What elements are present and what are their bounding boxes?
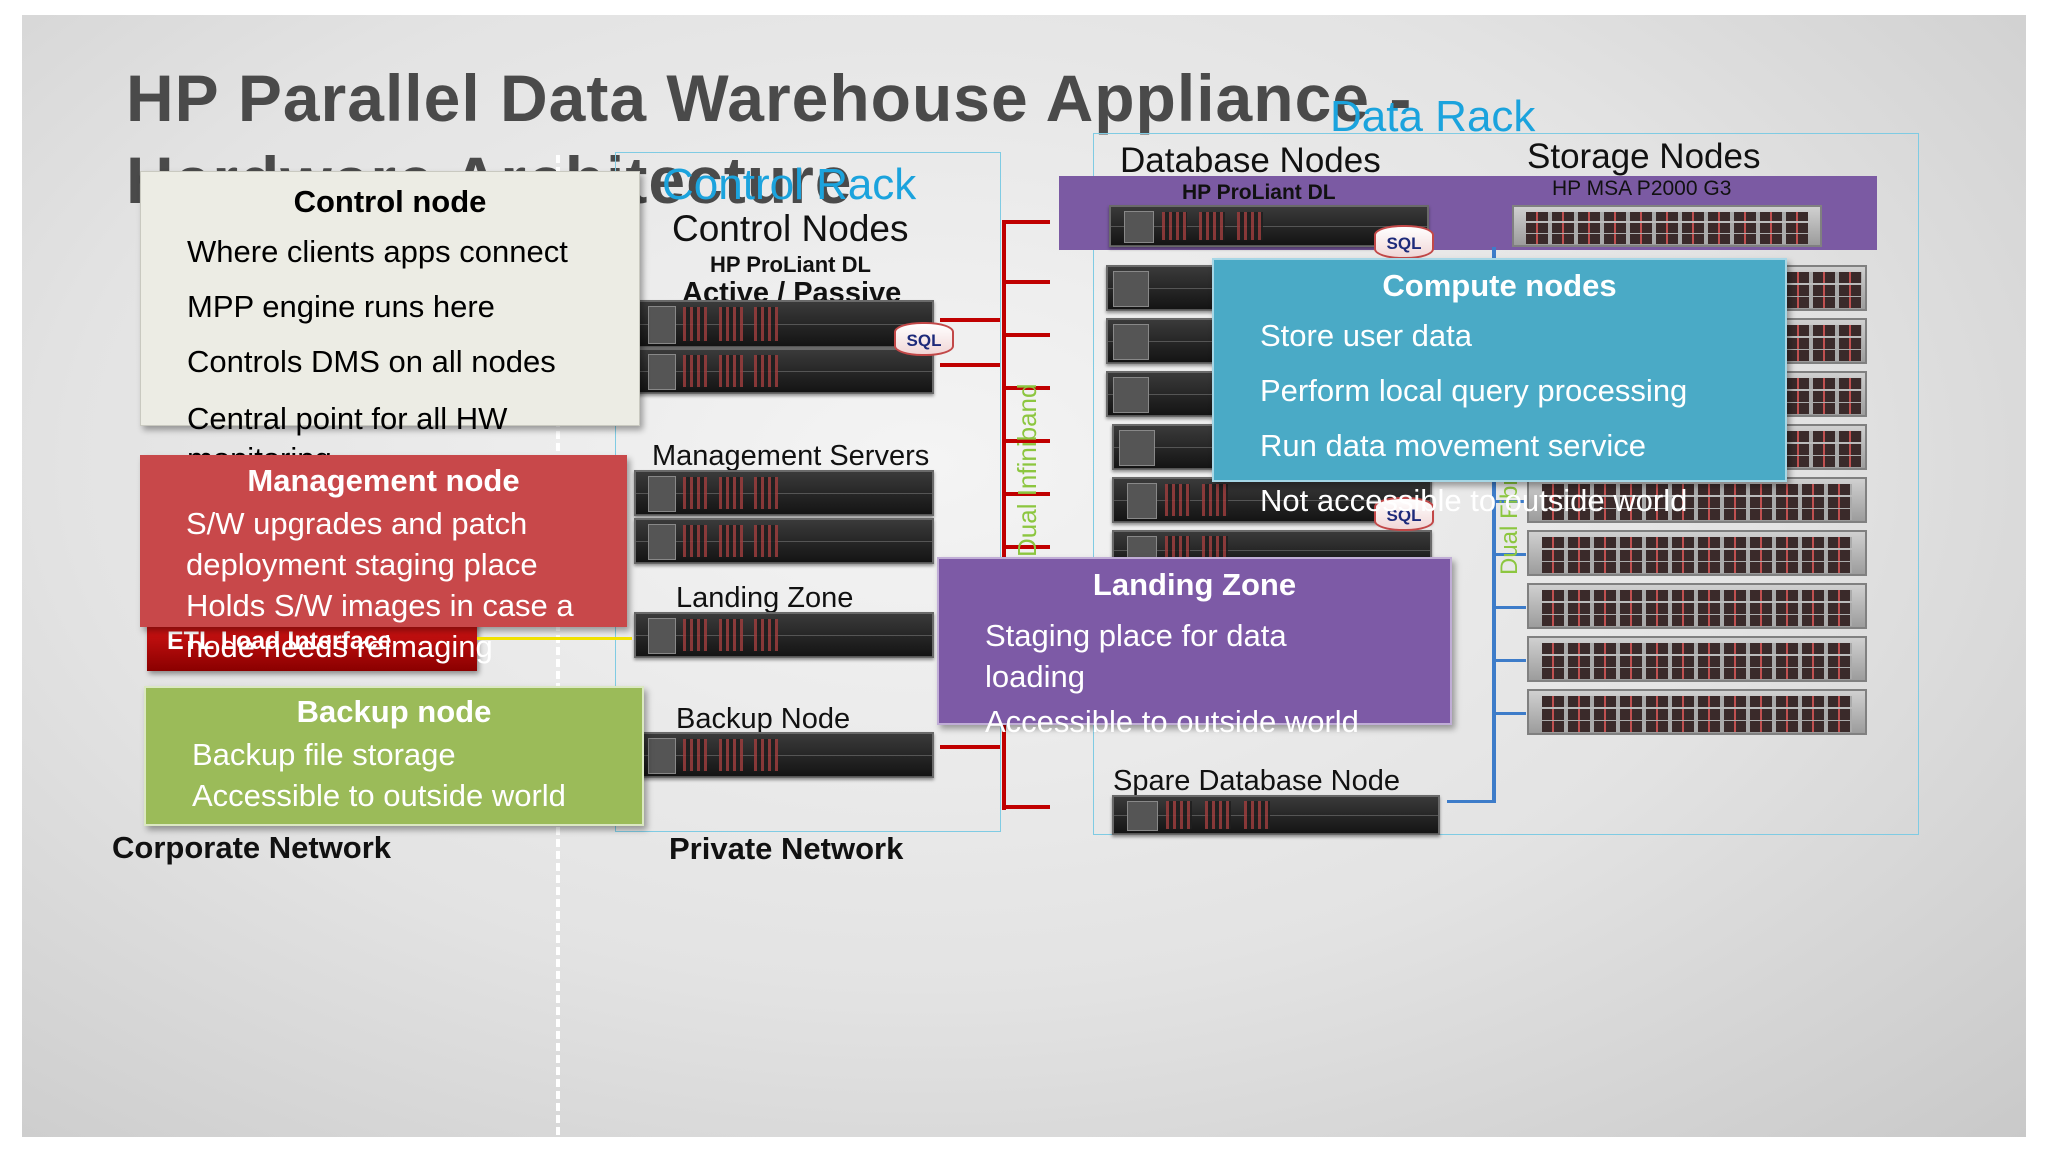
fibre-link-spare <box>1447 800 1494 803</box>
landing-zone-item-2: Accessible to outside world <box>985 704 1359 739</box>
backup-server <box>634 732 934 778</box>
database-nodes-model: HP ProLiant DL <box>1182 181 1336 204</box>
compute-server-3 <box>1106 371 1226 417</box>
control-server-active <box>634 300 934 348</box>
spare-database-node-label: Spare Database Node <box>1113 765 1400 797</box>
database-sql-icon: SQL <box>1374 225 1434 259</box>
landing-zone-label: Landing Zone <box>676 582 854 614</box>
control-node-title: Control node <box>293 184 487 219</box>
storage-nodes-model: HP MSA P2000 G3 <box>1552 177 1732 200</box>
compute-nodes-box: Compute nodes Store user data Perform lo… <box>1212 258 1787 518</box>
control-node-item-2: MPP engine runs here <box>187 289 495 324</box>
landing-zone-box: Landing Zone Staging place for data load… <box>937 557 1452 739</box>
backup-node-item-2: Accessible to outside world <box>192 778 566 813</box>
sql-label: SQL <box>1374 497 1434 531</box>
storage-array-top <box>1512 205 1822 247</box>
arrow-compute-4 <box>1004 439 1050 443</box>
compute-nodes-item-4: Not accessible to outside world <box>1260 483 1688 518</box>
storage-array-4 <box>1782 424 1867 470</box>
storage-array-9 <box>1527 689 1867 735</box>
spare-database-server <box>1112 795 1440 835</box>
database-nodes-label: Database Nodes <box>1120 141 1381 180</box>
title-line-1: HP Parallel Data Warehouse Appliance - <box>126 61 1413 135</box>
compute-nodes-item-2: Perform local query processing <box>1260 373 1688 408</box>
fibre-link-4 <box>1496 659 1526 662</box>
corporate-network-label: Corporate Network <box>112 830 392 865</box>
sql-label: SQL <box>1374 225 1434 259</box>
compute-sql-icon: SQL <box>1374 497 1434 531</box>
management-server-2 <box>634 518 934 564</box>
infiniband-bus <box>1002 220 1006 810</box>
landing-zone-item-1: Staging place for data loading <box>985 618 1287 694</box>
storage-array-7 <box>1527 583 1867 629</box>
storage-array-3 <box>1782 371 1867 417</box>
arrow-control-1 <box>940 318 1000 322</box>
arrow-compute-6 <box>1004 545 1050 549</box>
network-divider <box>556 155 560 1135</box>
data-rack-frame <box>1093 133 1919 835</box>
storage-array-8 <box>1527 636 1867 682</box>
arrow-db-top <box>1004 220 1050 224</box>
arrow-compute-5 <box>1004 492 1050 496</box>
sql-label: SQL <box>894 322 954 356</box>
storage-array-2 <box>1782 318 1867 364</box>
management-server-1 <box>634 470 934 516</box>
fibre-link-5 <box>1496 712 1526 715</box>
backup-node-label: Backup Node <box>676 703 851 735</box>
control-node-item-1: Where clients apps connect <box>187 234 568 269</box>
control-server-passive <box>634 348 934 394</box>
arrow-compute-3 <box>1004 386 1050 390</box>
etl-link-line <box>477 637 632 640</box>
backup-node-box: Backup node Backup file storage Accessib… <box>144 686 644 826</box>
landing-zone-title: Landing Zone <box>1092 567 1297 602</box>
infiniband-label: Dual Infiniband <box>1012 383 1042 557</box>
compute-nodes-item-1: Store user data <box>1260 318 1472 353</box>
control-rack-title: Control Rack <box>662 160 917 209</box>
fibre-link-1 <box>1496 500 1526 503</box>
fibre-link-2 <box>1496 553 1526 556</box>
slide-canvas: HP Parallel Data Warehouse Appliance - H… <box>22 15 2026 1137</box>
storage-array-5 <box>1527 477 1867 523</box>
management-node-title: Management node <box>247 463 520 498</box>
database-server-top <box>1109 205 1429 247</box>
control-node-box: Control node Where clients apps connect … <box>140 171 640 476</box>
management-node-item-1: S/W upgrades and patch deployment stagin… <box>186 506 538 582</box>
storage-array-1 <box>1782 265 1867 311</box>
data-rack-title: Data Rack <box>1330 92 1536 141</box>
arrow-compute-2 <box>1004 333 1050 337</box>
compute-server-1 <box>1106 265 1226 311</box>
fibre-bus <box>1492 247 1496 803</box>
management-node-item-2: Holds S/W images in case a node needs re… <box>186 588 574 664</box>
management-node-box: Management node S/W upgrades and patch d… <box>140 455 627 664</box>
control-nodes-heading: Control Nodes <box>672 208 909 249</box>
compute-nodes-title: Compute nodes <box>1382 268 1617 303</box>
control-nodes-model: HP ProLiant DL <box>710 252 871 277</box>
arrow-spare <box>1004 805 1050 809</box>
control-node-item-3: Controls DMS on all nodes <box>187 344 556 379</box>
management-servers-label: Management Servers <box>652 440 930 472</box>
arrow-compute-1 <box>1004 280 1050 284</box>
compute-nodes-item-3: Run data movement service <box>1260 428 1646 463</box>
arrow-control-2 <box>940 363 1000 367</box>
storage-nodes-label: Storage Nodes <box>1527 137 1761 176</box>
arrow-backup <box>940 745 1000 749</box>
storage-array-6 <box>1527 530 1867 576</box>
backup-node-title: Backup node <box>296 694 492 729</box>
backup-node-item-1: Backup file storage <box>192 737 456 772</box>
fibre-link-3 <box>1496 606 1526 609</box>
compute-server-2 <box>1106 318 1226 364</box>
landing-zone-server <box>634 612 934 658</box>
control-sql-icon: SQL <box>894 322 954 356</box>
etl-load-label: ETL Load Interface <box>167 627 392 655</box>
private-network-label: Private Network <box>669 831 904 866</box>
